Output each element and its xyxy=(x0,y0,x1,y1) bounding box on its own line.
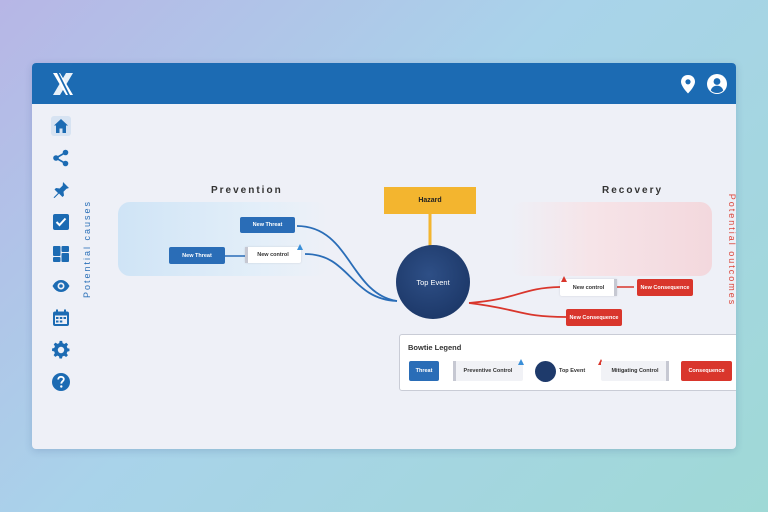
legend-mitigating-control-label: Mitigating Control xyxy=(611,368,659,374)
eye-icon[interactable] xyxy=(51,276,71,296)
hazard-box[interactable]: Hazard xyxy=(384,187,476,214)
checkbox-icon[interactable] xyxy=(51,212,71,232)
legend-preventive-control-label: Preventive Control xyxy=(463,368,513,374)
calendar-icon[interactable] xyxy=(51,308,71,328)
legend-preventive-control: Preventive Control xyxy=(453,361,523,381)
pin-icon[interactable] xyxy=(51,180,71,200)
mitigating-control-icon xyxy=(561,276,567,282)
legend-consequence: Consequence xyxy=(681,361,732,381)
legend-top-event-circle xyxy=(535,361,556,382)
legend-top-event: Top Event xyxy=(559,368,586,374)
prevention-heading: Prevention xyxy=(211,185,283,196)
threat-box[interactable]: New Threat xyxy=(169,247,225,264)
help-icon[interactable] xyxy=(51,372,71,392)
user-icon[interactable] xyxy=(706,73,728,95)
threat-box[interactable]: New Threat xyxy=(240,217,295,233)
connector-lines xyxy=(225,214,634,318)
legend-title: Bowtie Legend xyxy=(408,343,462,352)
dashboard-icon[interactable] xyxy=(51,244,71,264)
bowtie-canvas[interactable]: Prevention Recovery Potential causes Pot… xyxy=(82,104,736,449)
app-window: Prevention Recovery Potential causes Pot… xyxy=(32,63,736,449)
preventive-control-icon xyxy=(518,359,524,365)
settings-icon[interactable] xyxy=(51,340,71,360)
mitigating-control-box[interactable]: New control xyxy=(560,279,617,296)
control-bar xyxy=(614,279,617,296)
preventive-control-box[interactable]: New control xyxy=(245,247,301,263)
top-event-circle[interactable]: Top Event xyxy=(396,245,470,319)
legend-mitigating-control: Mitigating Control xyxy=(601,361,669,381)
bowtie-legend: Bowtie Legend Threat Preventive Control … xyxy=(399,334,736,391)
control-bar xyxy=(453,361,456,381)
preventive-control-label: New control xyxy=(257,252,289,258)
control-bar xyxy=(666,361,669,381)
consequence-box[interactable]: New Consequence xyxy=(637,279,693,296)
top-bar xyxy=(32,63,736,104)
mitigating-control-label: New control xyxy=(572,284,605,291)
recovery-band xyxy=(510,202,712,276)
legend-threat: Threat xyxy=(409,361,439,381)
preventive-control-icon xyxy=(297,244,303,250)
control-bar xyxy=(245,247,248,263)
home-icon[interactable] xyxy=(51,116,71,136)
recovery-heading: Recovery xyxy=(602,185,664,196)
x-logo-icon[interactable] xyxy=(50,71,76,97)
consequence-box[interactable]: New Consequence xyxy=(566,309,622,326)
location-pin-icon[interactable] xyxy=(677,73,699,95)
share-icon[interactable] xyxy=(51,148,71,168)
sidebar xyxy=(32,104,90,449)
